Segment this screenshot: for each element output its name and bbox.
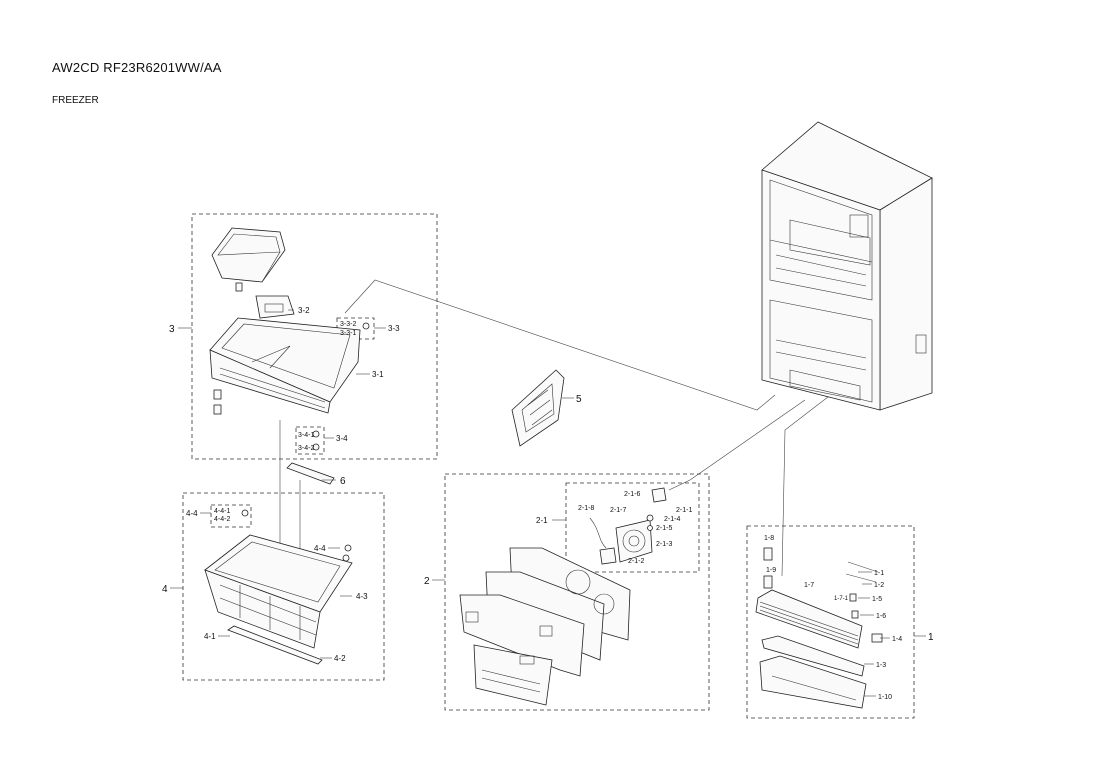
part-label: 4-4-2 [214,516,230,523]
part-label: 2-1-6 [624,491,640,498]
part-label: 2-1-4 [664,516,680,523]
clip-icon [235,282,243,292]
part-label: 1-3 [876,662,886,669]
part-label: 2-1-7 [610,507,626,514]
group-3-box [191,213,438,460]
connector-line [344,279,776,411]
ice-bin-icon [211,227,286,283]
part-label: 3-4-2 [298,445,314,452]
part-label: 2-1-1 [676,507,692,514]
part-label: 3-2 [298,306,310,315]
screw-icon [344,544,352,552]
part-label: 1-7 [804,582,814,589]
clip-icon [849,593,857,602]
slide-clip-icon [213,404,222,415]
fan-motor-icon [599,487,667,565]
part-label: 1-7-1 [834,596,849,602]
group-label-3: 3 [169,324,175,335]
group-label-5: 5 [576,394,582,405]
part-label: 4-4 [186,509,198,518]
part-label: 2-1-8 [578,505,594,512]
connector-line [781,379,851,577]
part-label: 1-2 [874,582,884,589]
connector-line [668,399,806,491]
screw-icon [342,554,350,562]
group-label-4: 4 [162,584,168,595]
part-label: 1-10 [878,694,892,701]
group-label-1: 1 [928,632,934,643]
divider-icon [255,295,295,319]
group-2-1-box [565,482,700,573]
part-label: 4-4-1 [214,508,230,515]
part-label: 3-3 [388,324,400,333]
rail-icon [286,462,335,485]
group-label-2: 2 [424,576,430,587]
part-label: 4-3 [356,592,368,601]
part-label: 2-1 [536,516,548,525]
wire-icon [589,517,607,549]
group-3-4-box [295,426,325,455]
screw-icon [241,509,249,517]
clip-icon [763,547,773,561]
part-label: 3-3-2 [340,321,356,328]
freezer-drawer-icon [209,317,361,414]
model-title: AW2CD RF23R6201WW/AA [52,60,222,75]
part-label: 1-6 [876,613,886,620]
clip-icon [763,575,773,589]
wire-icon [847,561,879,573]
clip-icon [851,610,859,619]
evaporator-cover-icon [459,547,631,706]
group-4-4-box [210,504,252,528]
basket-rail-icon [227,625,323,665]
part-label: 4-4 [314,544,326,553]
section-title: FREEZER [52,95,99,106]
part-label: 1-5 [872,596,882,603]
part-label: 2-1-3 [656,541,672,548]
part-label: 2-1-5 [656,525,672,532]
refrigerator-cabinet-icon [761,121,933,411]
leader-lines [170,309,926,697]
part-label: 2-1-2 [628,558,644,565]
filter-icon [511,369,565,447]
part-label: 3-1 [372,370,384,379]
group-4-box [182,492,385,681]
screw-icon [362,322,370,330]
part-label: 3-4-1 [298,432,314,439]
evaporator-coil-icon [755,589,867,709]
screw-icon [312,430,320,438]
part-label: 3-4 [336,434,348,443]
part-label: 3-3-1 [340,330,356,337]
slide-clip-icon [213,389,222,400]
group-1-box [746,525,915,719]
part-label: 1-1 [874,570,884,577]
part-label: 1-9 [766,567,776,574]
part-label: 1-4 [892,636,902,643]
part-label: 1-8 [764,535,774,542]
part-label: 4-2 [334,654,346,663]
part-label: 4-1 [204,632,216,641]
basket-icon [204,534,353,649]
screw-icon [312,443,320,451]
group-2-box [444,473,710,711]
wire-icon [845,573,877,583]
group-label-6: 6 [340,476,346,487]
